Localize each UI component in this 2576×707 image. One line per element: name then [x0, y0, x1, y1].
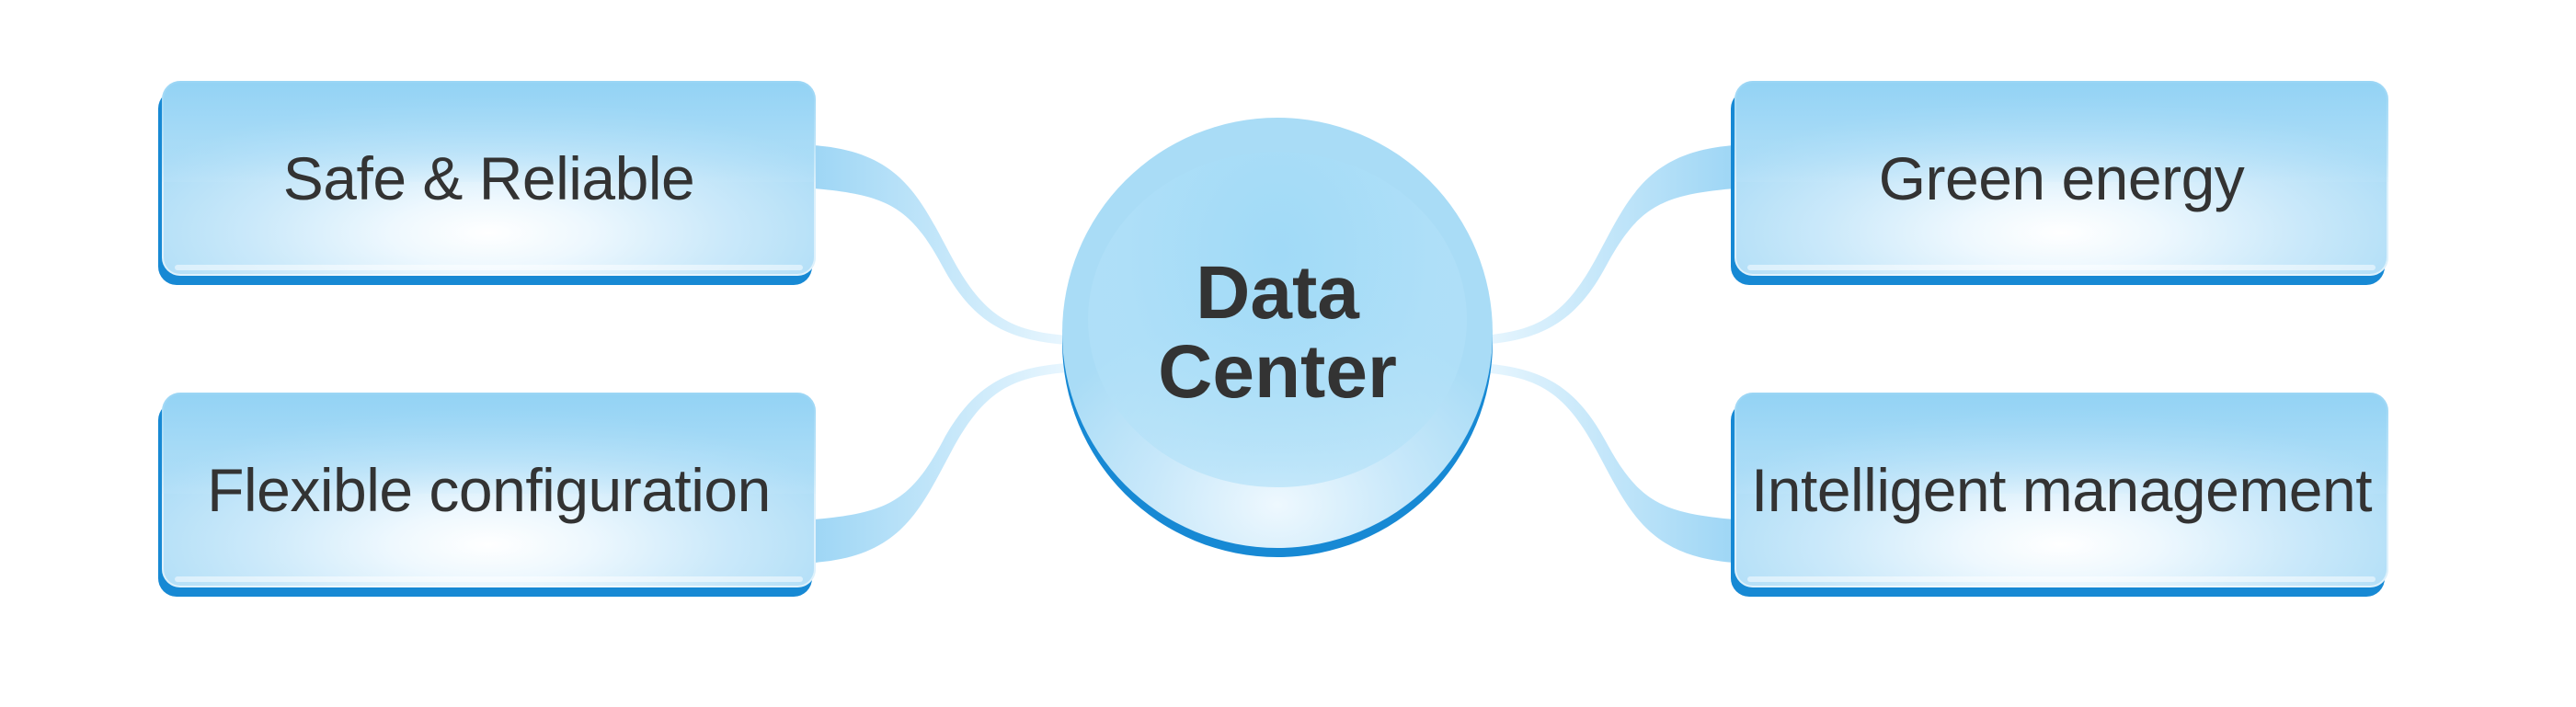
node-label: Green energy: [1878, 144, 2245, 212]
connector-intel: [1482, 363, 1735, 563]
node-label: Flexible configuration: [207, 456, 771, 524]
node-face: [1735, 393, 2388, 587]
connector-green: [1482, 145, 1735, 345]
center-title-line2: Center: [1158, 330, 1397, 414]
node-safe-reliable: Safe & Reliable: [158, 81, 816, 285]
center-hub-label: Data Center: [1062, 118, 1493, 548]
center-hub: Data Center: [1062, 118, 1493, 557]
node-label: Intelligent management: [1750, 456, 2373, 524]
node-label: Safe & Reliable: [282, 144, 695, 212]
node-green-energy: Green energy: [1731, 81, 2388, 285]
center-title-line1: Data: [1196, 251, 1359, 335]
node-face: [162, 81, 816, 276]
connector-flex: [814, 363, 1067, 563]
node-flexible-configuration: Flexible configuration: [158, 393, 816, 597]
node-face: [1735, 81, 2388, 276]
node-intelligent-management: Intelligent management: [1731, 393, 2388, 597]
center-hub-disc: [1062, 118, 1493, 548]
node-face: [162, 393, 816, 587]
connector-safe: [814, 145, 1067, 345]
